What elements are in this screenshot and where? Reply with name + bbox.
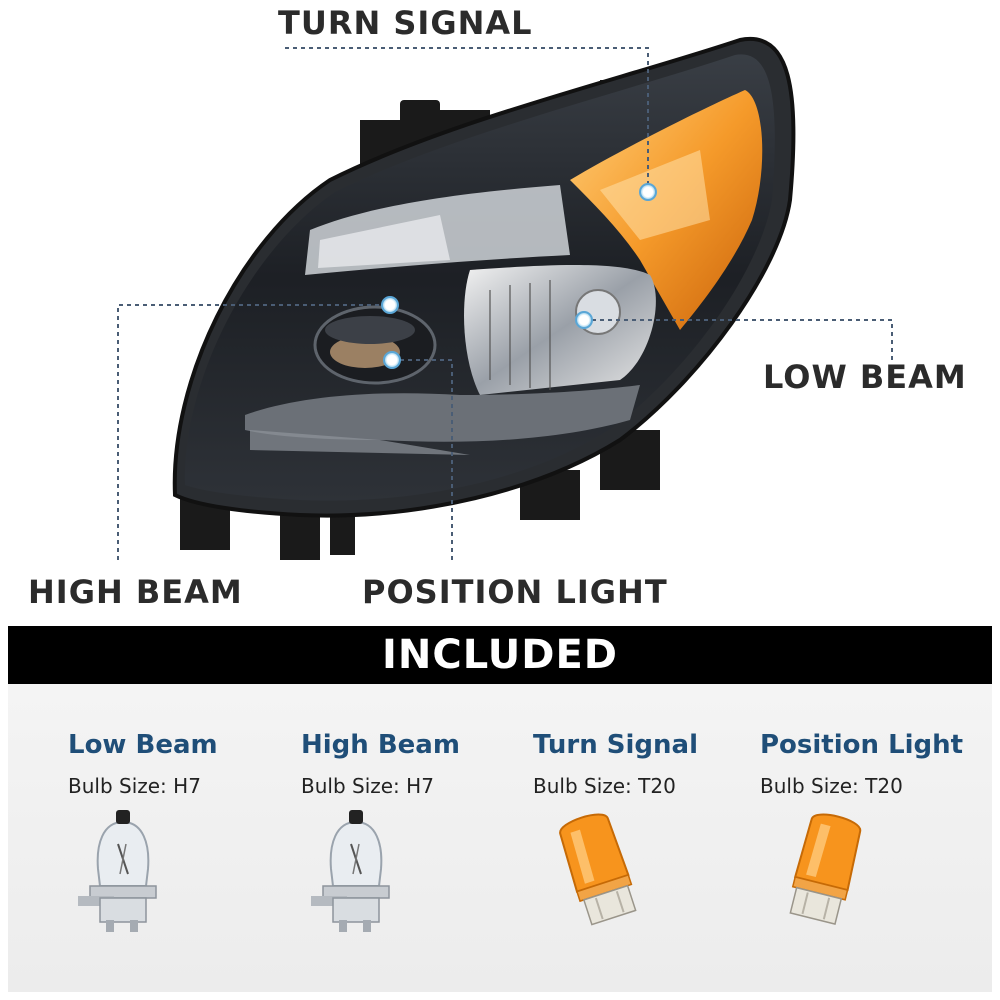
bulb-card-high-beam: High Beam Bulb Size: H7 [301, 684, 531, 984]
callout-leader-lines [117, 47, 893, 560]
bulb-card-position-light: Position Light Bulb Size: T20 [760, 684, 990, 984]
included-bulbs-panel: Low Beam Bulb Size: H7 High Beam Bulb Si… [8, 684, 992, 992]
bulb-name: High Beam [301, 730, 460, 760]
bulb-card-turn-signal: Turn Signal Bulb Size: T20 [533, 684, 763, 984]
high-beam-callout: HIGH BEAM [28, 573, 243, 611]
bulb-size: Bulb Size: H7 [301, 774, 434, 798]
headlight-image [117, 36, 893, 560]
bulb-size: Bulb Size: T20 [760, 774, 903, 798]
bulb-name: Turn Signal [533, 730, 698, 760]
turn-signal-callout: TURN SIGNAL [278, 4, 533, 42]
bulb-card-low-beam: Low Beam Bulb Size: H7 [68, 684, 298, 984]
bulb-size: Bulb Size: T20 [533, 774, 676, 798]
amber-t20-bulb-icon [789, 813, 862, 925]
callout-dots [381, 183, 657, 369]
included-banner: INCLUDED [8, 626, 992, 684]
low-beam-callout: LOW BEAM [763, 358, 967, 396]
included-title: INCLUDED [382, 632, 618, 678]
bulb-name: Low Beam [68, 730, 218, 760]
halogen-h7-bulb-icon [311, 810, 390, 932]
amber-t20-bulb-icon [559, 813, 637, 926]
halogen-h7-bulb-icon [78, 810, 157, 932]
bulb-size: Bulb Size: H7 [68, 774, 201, 798]
position-light-callout: POSITION LIGHT [362, 573, 668, 611]
bulb-name: Position Light [760, 730, 964, 760]
